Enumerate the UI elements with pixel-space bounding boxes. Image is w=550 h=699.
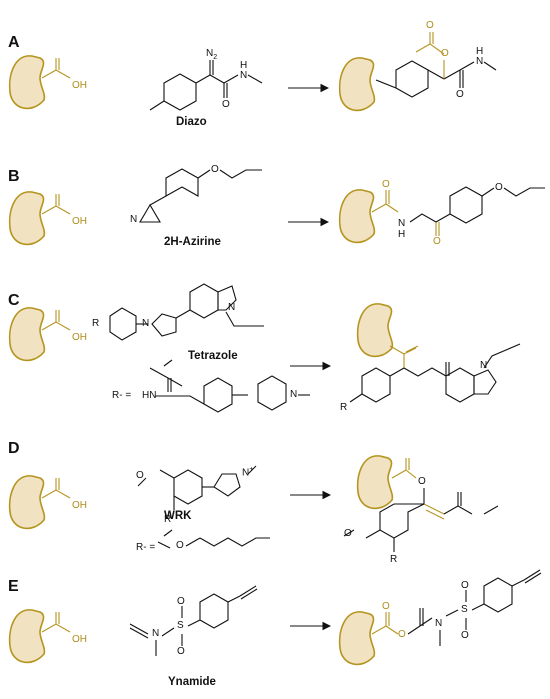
azirine-structure (139, 168, 262, 223)
protein-bean-d-product (356, 455, 394, 510)
atom-o-ester-e-prod: O (398, 629, 406, 640)
atom-o-a-prod: O (456, 89, 464, 100)
atom-n-e-prod: N (435, 618, 443, 629)
acid-oh-c: OH (72, 332, 87, 343)
atom-o-ether-b: O (211, 164, 219, 175)
atom-s-e: S (177, 620, 184, 631)
atom-o-r-d: O (176, 540, 184, 551)
reagent-label-ynamide: Ynamide (168, 676, 216, 688)
atom-n-azirine: N (130, 214, 138, 225)
atom-o-a: O (222, 99, 230, 110)
protein-bean-c-product (356, 303, 394, 358)
atom-o-ether-b-prod: O (495, 182, 503, 193)
atom-hn-c: HN (142, 390, 157, 401)
r-label-c: R (92, 318, 100, 329)
atom-o-methoxy-d-prod: O (344, 528, 352, 539)
r-label-d-prod: R (390, 554, 398, 565)
reagent-label-tetrazole: Tetrazole (188, 350, 238, 362)
atom-n-a-prod: N (476, 56, 484, 67)
panel-letter-b: B (8, 168, 20, 185)
atom-n-indole-c: N (228, 302, 236, 313)
atom-o1-e-prod: O (461, 580, 469, 591)
atom-o2-e: O (177, 646, 185, 657)
reagent-label-wrk: WRK (164, 510, 192, 522)
atom-o-carbonyl-a: O (426, 20, 434, 31)
atom-o-b-prod: O (382, 179, 390, 190)
panel-d (8, 455, 499, 552)
r-label-c-prod: R (340, 402, 348, 413)
panel-letter-c: C (8, 292, 20, 309)
panel-letter-d: D (8, 440, 20, 457)
protein-bean-b-product (338, 189, 376, 244)
atom-n-piperazine: N (290, 389, 298, 400)
atom-o-d-prod: O (418, 476, 426, 487)
atom-o-e-prod: O (382, 601, 390, 612)
atom-h-a-prod: H (476, 46, 484, 57)
panel-e (8, 569, 542, 666)
atom-n-indole-c-prod: N (480, 360, 488, 371)
protein-bean-a (8, 55, 46, 110)
atom-s-e-prod: S (461, 604, 468, 615)
ynamide-structure (129, 585, 258, 656)
atom-h-b-prod: H (398, 229, 406, 240)
reagent-label-diazo: Diazo (176, 116, 207, 128)
atom-o-methoxy: O (136, 470, 144, 481)
atom-n-plus: N+ (242, 466, 254, 479)
acid-oh-a: OH (72, 80, 87, 91)
protein-bean-b (8, 191, 46, 246)
acid-oh-b: OH (72, 216, 87, 227)
atom-h-a: H (240, 60, 248, 71)
protein-bean-e (8, 609, 46, 664)
atom-o2-e-prod: O (461, 630, 469, 641)
reagent-label-azirine: 2H-Azirine (164, 236, 221, 248)
atom-n-tetrazole: N (142, 318, 150, 329)
panel-b (8, 168, 545, 246)
atom-n-a: N (240, 70, 248, 81)
r-def-label-d: R- = (136, 542, 156, 553)
atom-n2-a: N2 (206, 48, 218, 61)
r-label-d: R (164, 514, 172, 525)
protein-bean-d (8, 475, 46, 530)
tetrazole-structure (109, 283, 310, 413)
atom-n-e: N (152, 628, 160, 639)
atom-o1-e: O (177, 596, 185, 607)
panel-c (8, 283, 521, 413)
protein-bean-a-product (338, 57, 376, 112)
panel-a (8, 32, 497, 112)
protein-bean-c (8, 307, 46, 362)
protein-bean-e-product (338, 611, 376, 666)
r-def-label-c: R- = (112, 390, 132, 401)
panel-letter-a: A (8, 34, 20, 51)
diazo-structure (149, 60, 263, 111)
acid-oh-e: OH (72, 634, 87, 645)
acid-oh-d: OH (72, 500, 87, 511)
wrk-structure (137, 465, 270, 549)
atom-o2-b-prod: O (433, 236, 441, 247)
atom-o-ester-a: O (441, 48, 449, 59)
atom-n-b-prod: N (398, 218, 406, 229)
panel-letter-e: E (8, 578, 19, 595)
